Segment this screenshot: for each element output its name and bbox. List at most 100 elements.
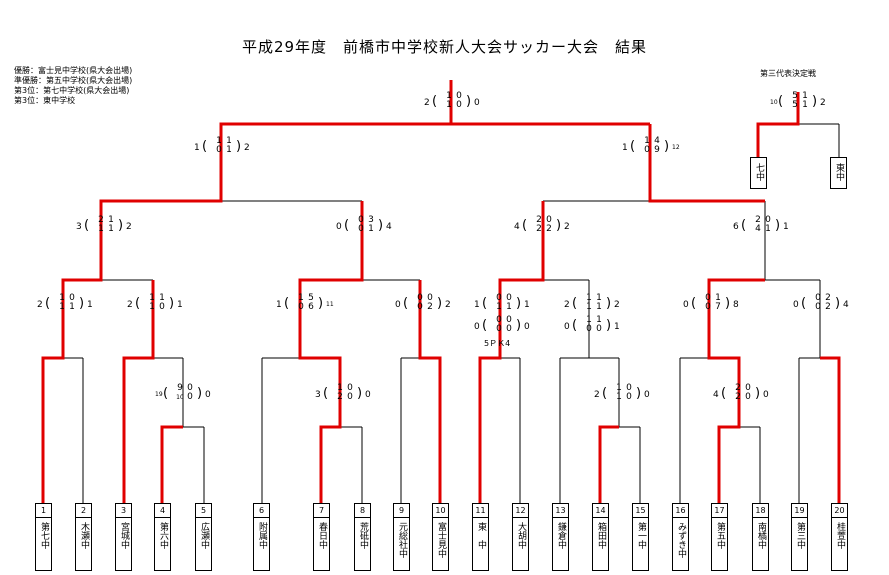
winner-path-20 (820, 356, 841, 503)
team-box: 8 荒砥中 (354, 503, 371, 571)
result-winner: 優勝：富士見中学校(県大会出場) (14, 66, 133, 75)
team-box: 2 木瀬中 (75, 503, 92, 571)
winner-path-4 (160, 425, 183, 503)
team-number: 5 (196, 504, 211, 518)
team-box: 17 第五中 (711, 503, 728, 571)
winner-path-10 (418, 280, 442, 503)
results-summary: 優勝：富士見中学校(県大会出場) 準優勝：第五中学校(県大会出場) 第3位：第七… (14, 66, 132, 106)
team-number: 2 (76, 504, 91, 518)
winner-path-7 (298, 201, 364, 503)
playoff-winner-path (756, 92, 800, 157)
team-number: 12 (513, 504, 528, 518)
winner-path-3 (122, 280, 155, 503)
pk-result: 5ＰＫ4 (484, 339, 511, 348)
team-name: 第五中 (715, 522, 725, 549)
winner-path-11 (478, 201, 545, 503)
team-name: 広瀬中 (199, 522, 209, 549)
team-box: 10 富士見中 (432, 503, 449, 571)
team-box: 18 南橘中 (752, 503, 769, 571)
team-number: 15 (633, 504, 648, 518)
winner-path-1 (41, 80, 453, 503)
result-third-1: 第3位：第七中学校(県大会出場) (14, 86, 130, 95)
playoff-team-name: 東中 (834, 163, 844, 181)
team-box: 14 箱田中 (592, 503, 609, 571)
team-name: 第一中 (636, 522, 646, 549)
team-name: 鎌倉中 (556, 522, 566, 549)
score-half: 0 (456, 100, 462, 110)
team-name: みずき中 (676, 522, 686, 558)
team-number: 9 (394, 504, 409, 518)
team-number: 20 (832, 504, 847, 518)
team-name: 富士見中 (436, 522, 446, 558)
winner-path-17 (707, 278, 765, 503)
score-total-left: 2 (424, 98, 430, 108)
team-box: 15 第一中 (632, 503, 649, 571)
team-number: 1 (36, 504, 51, 518)
winner-path-sf2 (648, 124, 765, 203)
team-name: 箱田中 (596, 522, 606, 549)
score-half: 1 (446, 100, 452, 110)
playoff-team-box: 東中 (830, 157, 847, 189)
team-number: 11 (473, 504, 488, 518)
team-name: 大胡中 (516, 522, 526, 549)
team-number: 10 (433, 504, 448, 518)
team-number: 17 (712, 504, 727, 518)
team-number: 14 (593, 504, 608, 518)
team-name: 南橘中 (756, 522, 766, 549)
team-number: 7 (314, 504, 329, 518)
team-name: 東 中 (476, 522, 486, 549)
team-number: 3 (116, 504, 131, 518)
result-third-2: 第3位：東中学校 (14, 96, 76, 105)
team-box: 16 みずき中 (672, 503, 689, 571)
team-box: 11 東 中 (472, 503, 489, 571)
team-name: 宮城中 (119, 522, 129, 549)
team-name: 第七中 (39, 522, 49, 549)
result-runner-up: 準優勝：第五中学校(県大会出場) (14, 76, 133, 85)
team-box: 1 第七中 (35, 503, 52, 571)
team-box: 20 桂萱中 (831, 503, 848, 571)
team-name: 第三中 (795, 522, 805, 549)
team-number: 16 (673, 504, 688, 518)
score-half: 1 (446, 91, 452, 101)
team-number: 8 (355, 504, 370, 518)
team-box: 5 広瀬中 (195, 503, 212, 571)
team-number: 19 (792, 504, 807, 518)
playoff-team-name: 七中 (754, 163, 764, 181)
team-name: 元総社中 (397, 522, 407, 558)
team-number: 18 (753, 504, 768, 518)
team-box: 19 第三中 (791, 503, 808, 571)
team-name: 木瀬中 (79, 522, 89, 549)
team-number: 6 (254, 504, 269, 518)
team-box: 9 元総社中 (393, 503, 410, 571)
team-box: 3 宮城中 (115, 503, 132, 571)
team-name: 荒砥中 (358, 522, 368, 549)
winner-path-14 (598, 425, 619, 503)
score-half: 0 (456, 91, 462, 101)
team-name: 桂萱中 (835, 522, 845, 549)
team-name: 春日中 (317, 522, 327, 549)
